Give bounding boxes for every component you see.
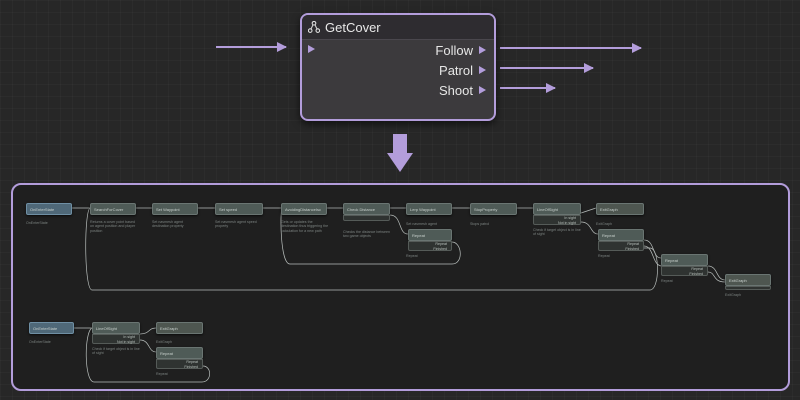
port-finished[interactable]: Finished xyxy=(184,365,198,369)
flow-node-desc: Repeat xyxy=(406,254,418,258)
flow-node-lineofsight[interactable]: LineOfSight xyxy=(533,203,581,215)
node-header[interactable]: GetCover xyxy=(302,15,494,40)
port-in-sight[interactable]: In sight xyxy=(123,335,135,339)
output-label-shoot: Shoot xyxy=(439,82,473,98)
flow-node-body: In sight Not in sight xyxy=(92,334,140,344)
flow-node-title: Check Distance xyxy=(347,206,376,212)
flow-node-stop[interactable]: StopProperty xyxy=(470,203,517,215)
flow-node-desc: Checks the distance between two game obj… xyxy=(343,230,390,239)
port-finished[interactable]: Finished xyxy=(433,247,447,251)
flow-node-desc: Gets or updates the destination thus tri… xyxy=(281,220,329,233)
output-port-follow[interactable]: Follow xyxy=(435,42,486,58)
node-title: GetCover xyxy=(325,19,381,35)
flow-node-desc: ExitGraph xyxy=(596,222,612,226)
flow-node-body: Repeat Finished xyxy=(408,241,452,251)
flow-node-exitgraph[interactable]: ExitGraph xyxy=(596,203,644,215)
flow-node-title: AvoidingDistanceIsc xyxy=(285,206,321,212)
flow-graph-panel[interactable] xyxy=(11,183,790,391)
flow-node-title: Lerp Waypoint xyxy=(410,206,436,212)
flow-node-desc: Set navmesh agent destination property xyxy=(152,220,184,229)
flow-node-desc: Set navmesh agent speed property xyxy=(215,220,257,229)
flow-node-desc: Repeat xyxy=(598,254,610,258)
flow-node-desc: Set navmesh agent xyxy=(406,222,437,226)
flow-node-title: Repeat xyxy=(665,257,678,263)
flow-node-exitgraph[interactable]: ExitGraph xyxy=(156,322,203,334)
flow-node-desc: Stops patrol xyxy=(470,222,490,226)
flow-node-title: Set speed xyxy=(219,206,238,212)
flow-node-repeat[interactable]: Repeat xyxy=(598,229,644,241)
flow-node-desc: Returns a cover point based on agent pos… xyxy=(90,220,136,233)
flow-node-title: SearchForCover xyxy=(94,206,124,212)
flow-node-title: Repeat xyxy=(602,232,615,238)
flow-node-title: LineOfSight xyxy=(537,206,558,212)
flow-node-body: Repeat Finished xyxy=(156,359,203,369)
flow-node-title: ExitGraph xyxy=(160,325,178,331)
flow-node-title: ExitGraph xyxy=(729,277,747,283)
port-finished[interactable]: Finished xyxy=(625,247,639,251)
input-port[interactable] xyxy=(308,45,315,53)
flow-node-desc: OnEnterState xyxy=(29,340,51,344)
flow-node-title: OnEnterState xyxy=(30,206,55,212)
flow-node-repeat[interactable]: Repeat xyxy=(661,254,708,266)
flow-node-desc: ExitGraph xyxy=(725,293,741,297)
output-port-patrol[interactable]: Patrol xyxy=(439,62,486,78)
output-port-shoot[interactable]: Shoot xyxy=(439,82,486,98)
port-repeat[interactable]: Repeat xyxy=(691,267,703,271)
output-label-follow: Follow xyxy=(435,42,473,58)
flow-node-body xyxy=(343,215,390,221)
getcover-node[interactable]: GetCover Follow Patrol Shoot xyxy=(300,13,496,121)
flow-node-set-speed[interactable]: Set speed xyxy=(215,203,263,215)
flow-node-set-waypoint[interactable]: Set Waypoint xyxy=(152,203,198,215)
flow-node-avoid[interactable]: AvoidingDistanceIsc xyxy=(281,203,327,215)
flow-node-body: Repeat Finished xyxy=(661,266,708,276)
output-label-patrol: Patrol xyxy=(439,62,473,78)
port-not-in-sight[interactable]: Not in sight xyxy=(117,340,135,344)
flow-node-desc: Repeat xyxy=(661,279,673,283)
flow-node-title: ExitGraph xyxy=(600,206,618,212)
flow-node-check-distance[interactable]: Check Distance xyxy=(343,203,390,215)
flow-node-repeat[interactable]: Repeat xyxy=(156,347,203,359)
flow-node-lineofsight[interactable]: LineOfSight xyxy=(92,322,140,334)
port-repeat[interactable]: Repeat xyxy=(435,242,447,246)
flow-node-title: Set Waypoint xyxy=(156,206,180,212)
flow-node-desc: Repeat xyxy=(156,372,168,376)
flow-node-title: StopProperty xyxy=(474,206,498,212)
flow-node-title: Repeat xyxy=(160,350,173,356)
port-finished[interactable]: Finished xyxy=(689,272,703,276)
flow-node-exitgraph[interactable]: ExitGraph xyxy=(725,274,771,286)
flow-node-searchforcover[interactable]: SearchForCover xyxy=(90,203,136,215)
flow-node-body: In sight Not in sight xyxy=(533,215,581,225)
flow-node-body: Repeat Finished xyxy=(598,241,644,251)
port-in-sight[interactable]: In sight xyxy=(564,216,576,220)
flow-node-body xyxy=(725,286,771,290)
flow-node-title: OnEnterState xyxy=(33,325,58,331)
flow-node-repeat[interactable]: Repeat xyxy=(408,229,452,241)
flow-node-desc: OnEnterState xyxy=(26,221,48,225)
port-not-in-sight[interactable]: Not in sight xyxy=(558,221,576,225)
flow-node-title: LineOfSight xyxy=(96,325,117,331)
flow-node-desc: Check if target object is in line of sig… xyxy=(533,228,581,237)
port-repeat[interactable]: Repeat xyxy=(186,360,198,364)
flow-node-desc: ExitGraph xyxy=(156,340,172,344)
flow-node-lerp-waypoint[interactable]: Lerp Waypoint xyxy=(406,203,452,215)
port-repeat[interactable]: Repeat xyxy=(627,242,639,246)
flow-node-desc: Check if target object is in line of sig… xyxy=(92,347,140,356)
flow-node-onenterstate[interactable]: OnEnterState xyxy=(26,203,72,215)
flow-node-title: Repeat xyxy=(412,232,425,238)
flow-node-onenterstate[interactable]: OnEnterState xyxy=(29,322,74,334)
state-graph-icon xyxy=(308,21,320,33)
